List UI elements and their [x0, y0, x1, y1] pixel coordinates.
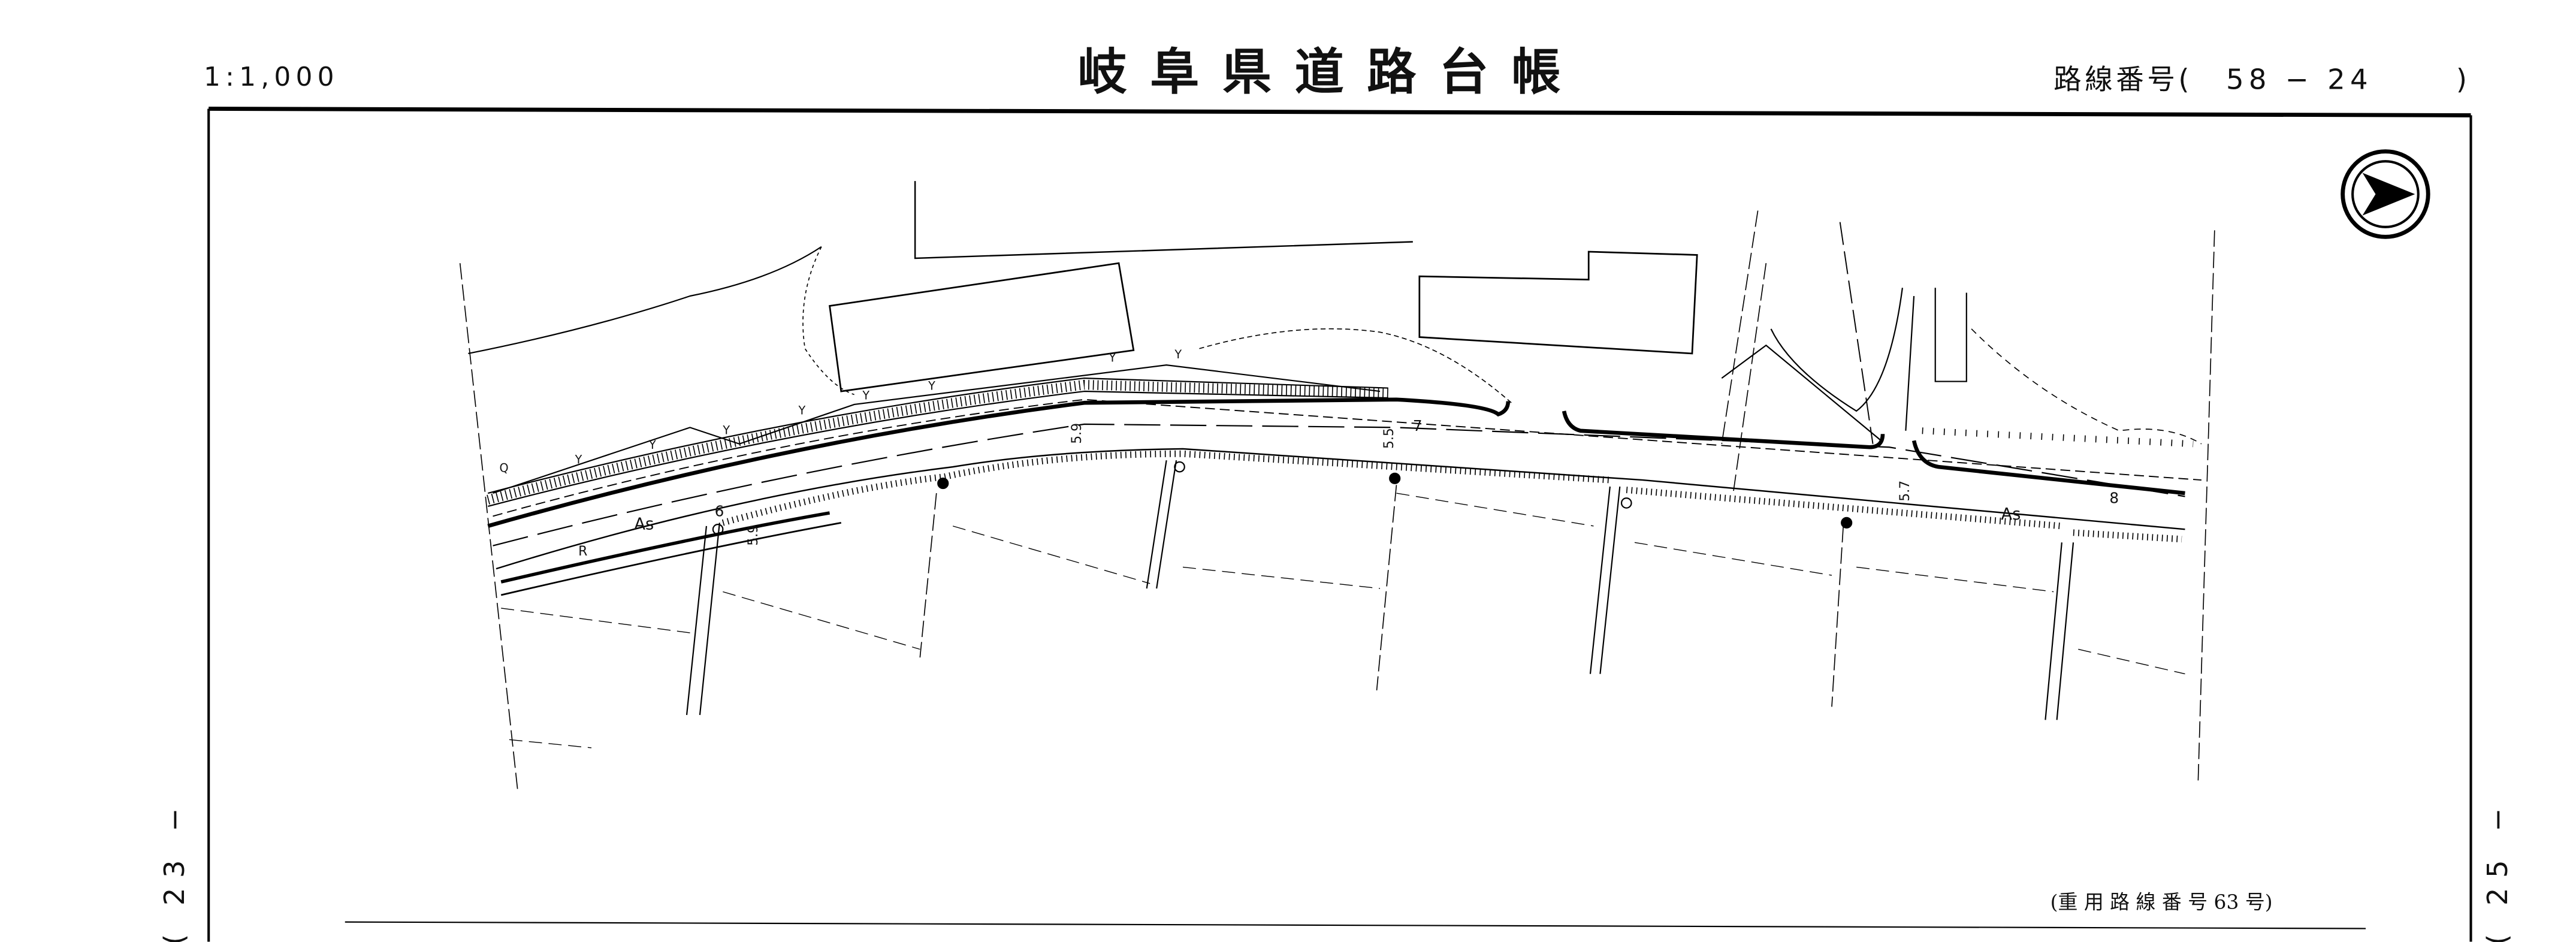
guardrail-label: R — [578, 544, 587, 559]
previous-sheet-ref: ( 23 − — [158, 798, 191, 942]
sheet-frame — [207, 107, 2472, 942]
map-labels: As As 6 7 8 5.9 5.9 5.5 5.7 R Q Y Y Y Y … — [499, 348, 2119, 559]
tree-label: Y — [862, 389, 869, 403]
north-arrow-icon — [2341, 149, 2430, 239]
scale-label: 1:1,000 — [204, 62, 339, 92]
route-number: 58 − 24 — [2226, 64, 2373, 96]
station-label: 8 — [2109, 489, 2119, 506]
page-title: 岐阜県道路台帳 — [1078, 44, 1584, 101]
tree-label: Y — [928, 379, 935, 393]
shared-route-note: (重 用 路 線 番 号 63 号) — [2050, 890, 2273, 914]
width-label: 5.7 — [1898, 481, 1913, 502]
route-close: ) — [2456, 64, 2467, 96]
tree-label: Y — [722, 423, 730, 437]
q-label: Q — [499, 461, 508, 475]
route-label: 路線番号( — [2053, 64, 2193, 96]
surface-label: As — [634, 515, 654, 533]
tree-label: Y — [1109, 351, 1116, 365]
width-label: 5.9 — [746, 525, 761, 546]
tree-label: Y — [798, 403, 805, 417]
station-label: 7 — [1413, 417, 1423, 434]
tree-label: Y — [575, 453, 582, 467]
next-sheet-ref: ( 25 − — [2481, 798, 2514, 942]
tree-label: Y — [1174, 348, 1182, 361]
width-label: 5.5 — [1382, 428, 1397, 449]
road-plan-map — [459, 181, 2215, 789]
width-label: 5.9 — [1070, 423, 1085, 444]
surface-label: As — [2001, 505, 2021, 524]
tree-label: Y — [648, 438, 656, 452]
station-label: 6 — [715, 502, 724, 520]
